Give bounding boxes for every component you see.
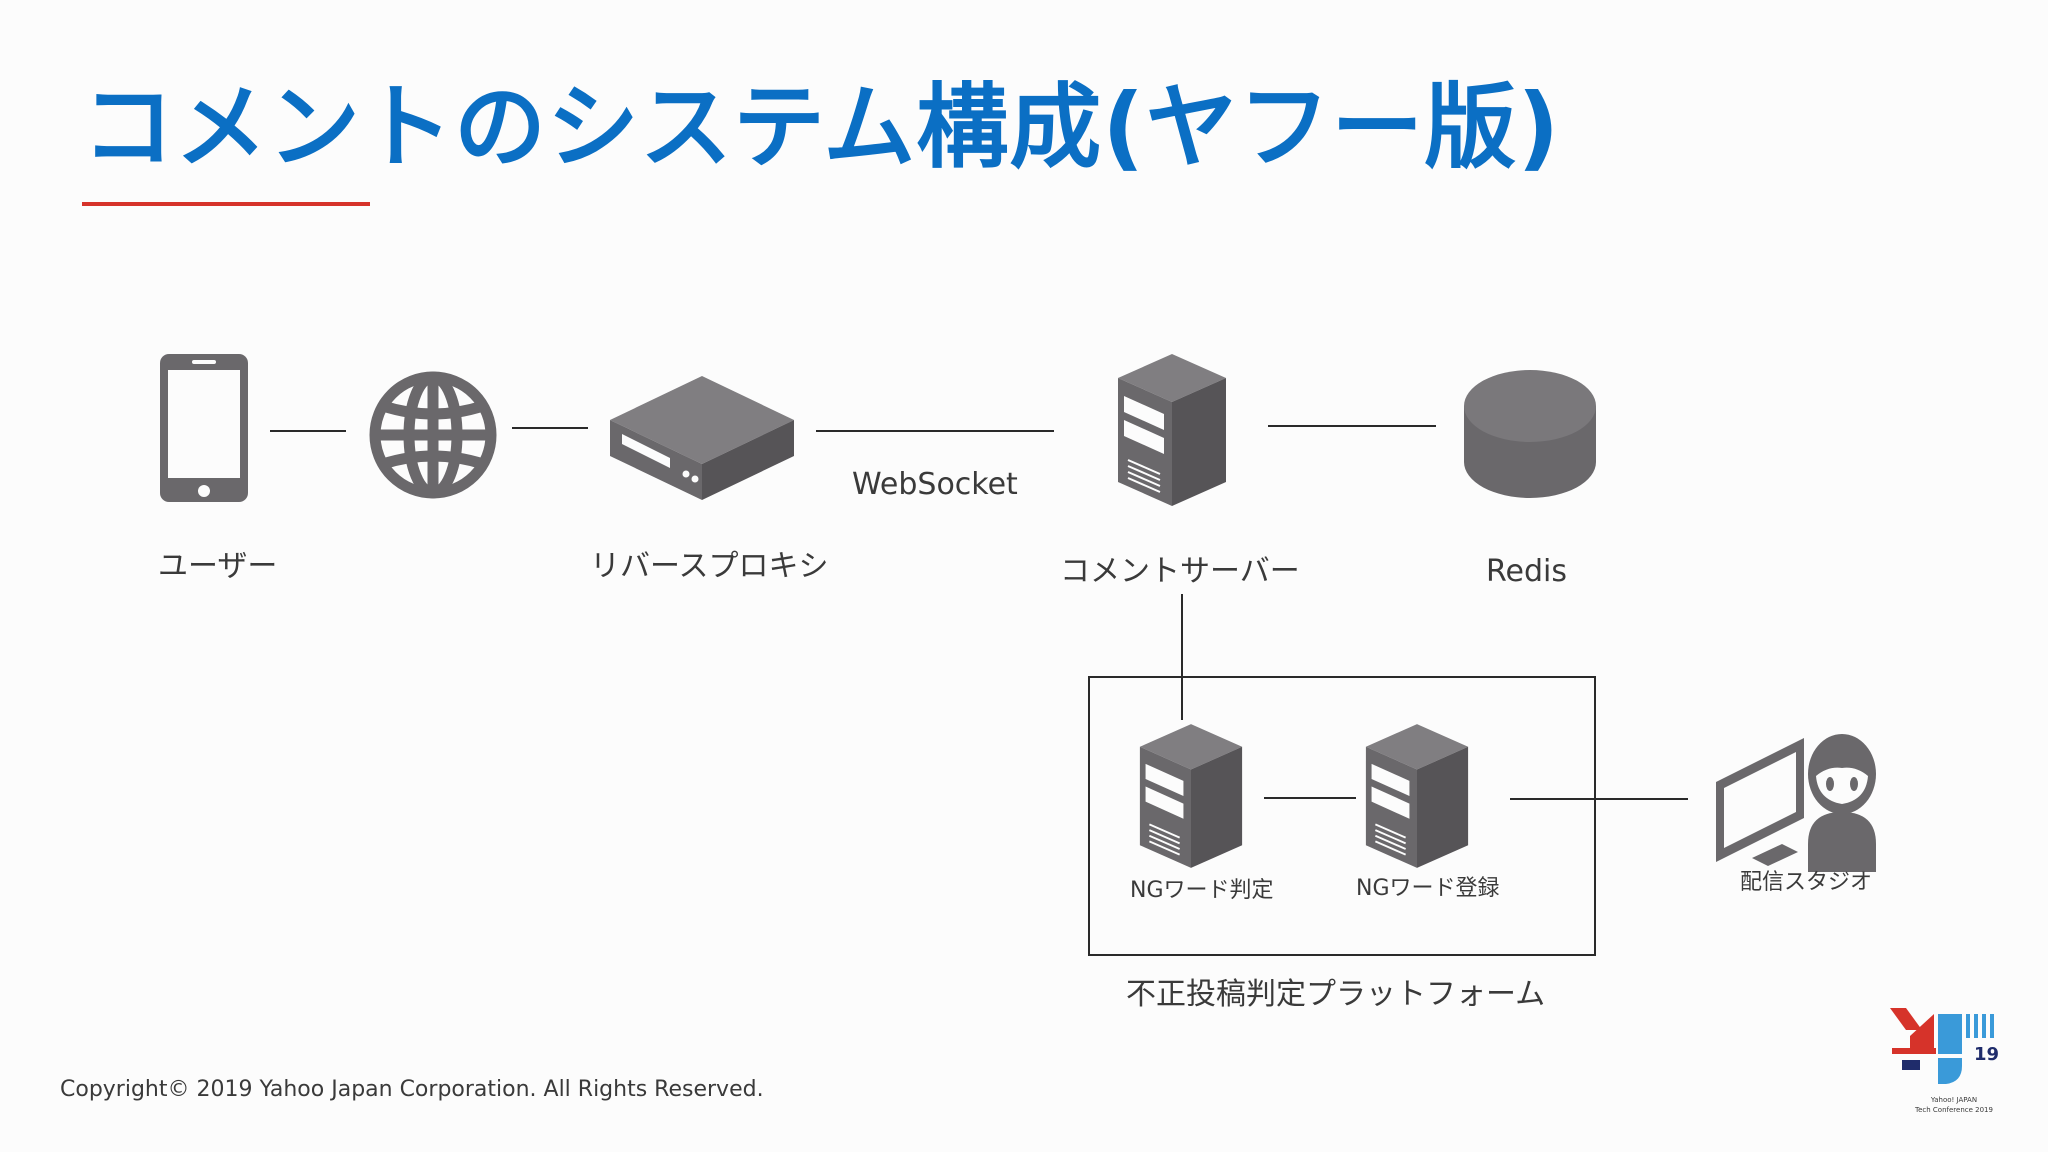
connector-internet-proxy [512,427,588,429]
reverse-proxy-icon [610,376,794,500]
copyright-text: Copyright©︎ 2019 Yahoo Japan Corporation… [60,1077,764,1102]
comment-server-icon [1118,354,1226,506]
connector-ngjudge-ngregister [1264,797,1356,799]
connector-user-internet [270,430,346,432]
platform-label: 不正投稿判定プラットフォーム [1126,977,1546,1012]
fraud-detection-platform-box [1088,676,1596,956]
connector-server-redis [1268,425,1436,427]
user-label: ユーザー [158,549,278,584]
ng-register-label: NGワード登録 [1356,876,1500,901]
smartphone-icon [160,354,248,502]
logo-line2: Tech Conference 2019 [1914,1106,1993,1114]
ng-register-server-icon [1365,724,1469,868]
redis-label: Redis [1486,554,1567,589]
ng-judge-server-icon [1139,724,1243,868]
connector-server-ngjudge [1181,594,1183,720]
database-icon [1464,370,1596,498]
streaming-studio-icon [1716,734,1876,872]
connector-proxy-server [816,430,1054,432]
studio-label: 配信スタジオ [1740,870,1873,895]
conference-logo: 19 Yahoo! JAPAN Tech Conference 2019 [1890,1008,1999,1114]
comment-server-label: コメントサーバー [1060,554,1300,589]
slide-title: コメントのシステム構成(ヤフー版) [82,74,1561,181]
title-underline [82,202,370,206]
ng-judge-label: NGワード判定 [1130,878,1274,903]
connector-ngregister-studio [1510,798,1688,800]
logo-line1: Yahoo! JAPAN [1930,1096,1977,1104]
websocket-label: WebSocket [852,467,1018,502]
logo-mark: 19 [1974,1044,1999,1065]
globe-icon [369,371,497,499]
reverse-proxy-label: リバースプロキシ [590,549,829,584]
